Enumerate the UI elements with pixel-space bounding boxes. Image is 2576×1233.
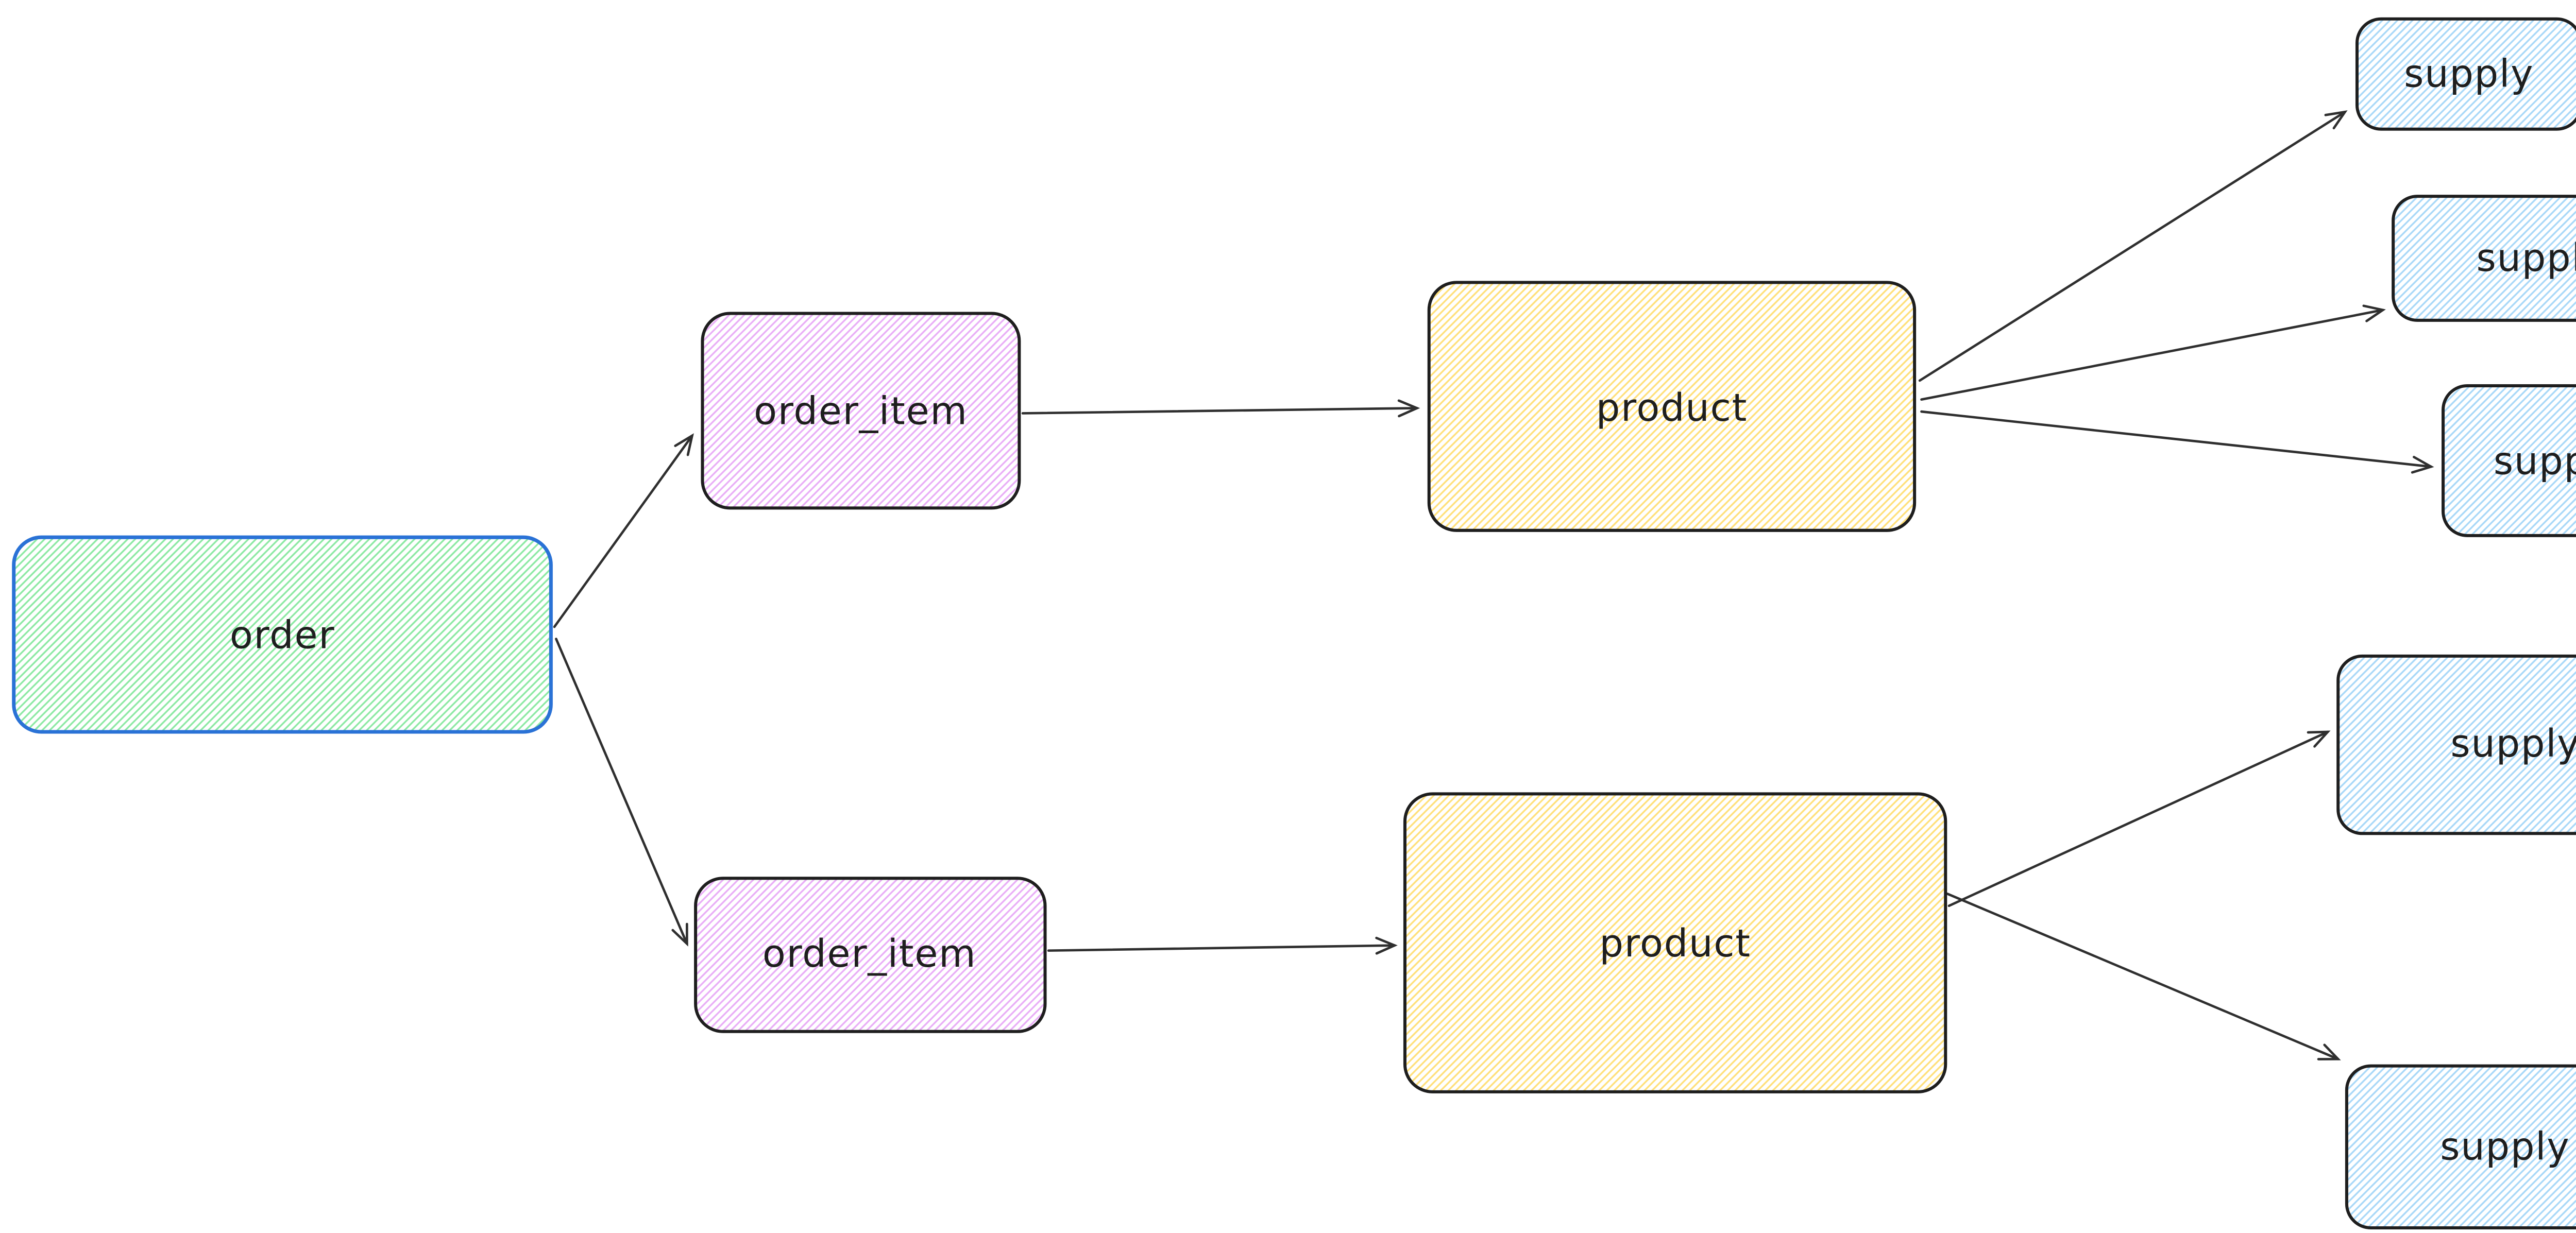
edge-order-to-order-item-1[interactable] <box>553 433 694 628</box>
node-supply-1-rect[interactable] <box>2355 17 2576 131</box>
node-order[interactable]: order <box>12 535 553 734</box>
node-supply-3-label: supply <box>2494 440 2576 484</box>
node-product-2[interactable]: product <box>1403 792 1947 1093</box>
node-supply-2-label: supply <box>2476 236 2576 280</box>
node-order-item-1-rect[interactable] <box>701 312 1021 510</box>
edge-product-2-to-supply-4[interactable] <box>1947 730 2331 907</box>
node-supply-3[interactable]: supply <box>2442 384 2576 537</box>
node-supply-2-rect[interactable] <box>2392 195 2576 322</box>
node-product-1[interactable]: product <box>1427 281 1917 532</box>
node-supply-4-rect[interactable] <box>2336 654 2576 835</box>
node-supply-5[interactable]: supply <box>2345 1064 2576 1229</box>
node-order-item-2-label: order_item <box>762 932 976 976</box>
node-order-item-1[interactable]: order_item <box>701 312 1021 510</box>
edge-product-1-to-supply-1[interactable] <box>1918 110 2348 382</box>
node-order-rect[interactable] <box>12 535 553 734</box>
edges-layer <box>553 110 2434 1060</box>
node-product-2-rect[interactable] <box>1403 792 1947 1093</box>
node-supply-2[interactable]: supply <box>2392 195 2576 322</box>
nodes-layer: order order_item order_item product prod… <box>12 17 2576 1229</box>
edge-order-item-2-to-product-2[interactable] <box>1047 936 1398 955</box>
edge-order-to-order-item-2[interactable] <box>555 638 688 947</box>
node-product-1-rect[interactable] <box>1427 281 1917 532</box>
node-order-label: order <box>230 613 335 657</box>
node-product-1-label: product <box>1596 386 1748 430</box>
node-product-2-label: product <box>1599 922 1751 966</box>
node-supply-5-rect[interactable] <box>2345 1064 2576 1229</box>
node-order-item-1-label: order_item <box>754 390 968 434</box>
node-supply-4[interactable]: supply <box>2336 654 2576 835</box>
edge-order-item-1-to-product-1[interactable] <box>1021 399 1420 418</box>
edge-product-1-to-supply-3[interactable] <box>1920 410 2434 474</box>
edge-product-1-to-supply-2[interactable] <box>1920 304 2386 401</box>
node-supply-4-label: supply <box>2450 722 2576 766</box>
node-supply-1[interactable]: supply <box>2355 17 2576 131</box>
edge-product-2-to-supply-5[interactable] <box>1946 892 2341 1060</box>
node-order-item-2[interactable]: order_item <box>694 877 1047 1033</box>
node-supply-3-rect[interactable] <box>2442 384 2576 537</box>
node-supply-5-label: supply <box>2440 1125 2570 1169</box>
node-supply-1-label: supply <box>2404 52 2534 96</box>
node-order-item-2-rect[interactable] <box>694 877 1047 1033</box>
